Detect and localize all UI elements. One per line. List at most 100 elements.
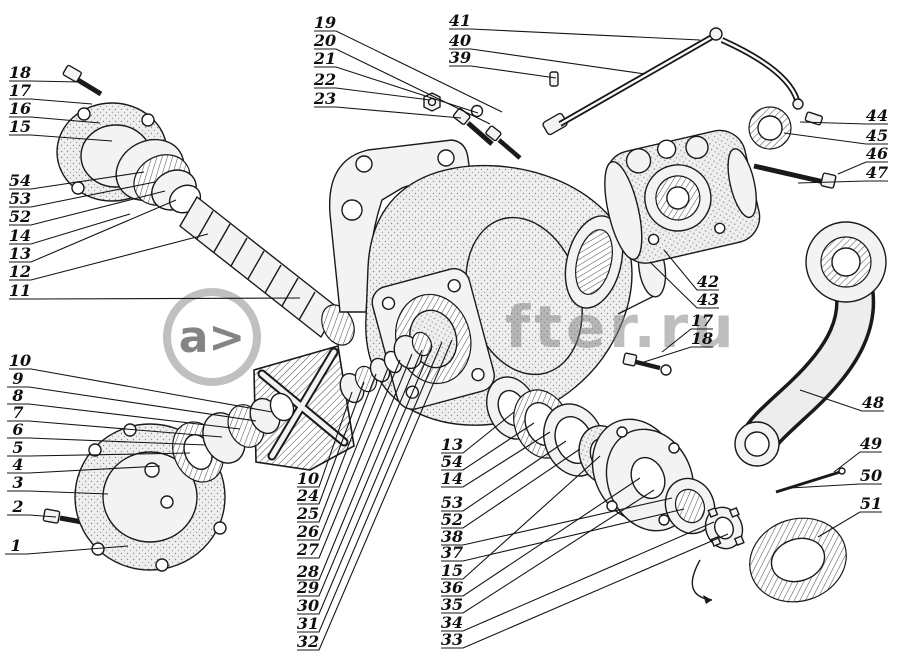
- leader-line: [649, 261, 719, 309]
- leader-line: [297, 353, 413, 581]
- leader-line: [314, 87, 431, 101]
- callout-52: 52: [9, 190, 166, 226]
- leader-line: [297, 359, 401, 559]
- callout-23: 23: [313, 89, 462, 119]
- callout-number: 38: [441, 527, 463, 546]
- callout-26: 26: [296, 367, 389, 541]
- callout-54: 54: [441, 422, 535, 471]
- callout-number: 53: [9, 189, 31, 208]
- callout-41: 41: [449, 11, 701, 41]
- callout-9: 9: [7, 369, 257, 422]
- callout-number: 16: [9, 99, 31, 118]
- callout-number: 10: [297, 469, 319, 488]
- leader-line: [297, 367, 389, 541]
- callout-number: 39: [449, 48, 471, 67]
- callout-number: 54: [9, 171, 31, 190]
- callout-number: 52: [9, 207, 31, 226]
- callout-14: 14: [9, 213, 131, 245]
- callout-number: 47: [866, 163, 888, 182]
- leader-line: [833, 451, 882, 473]
- callout-number: 13: [9, 244, 31, 263]
- steering-booster-cylinder: [604, 129, 761, 264]
- callout-44: 44: [799, 106, 888, 125]
- callout-number: 3: [12, 473, 23, 492]
- leader-line: [314, 30, 503, 113]
- leader-line: [297, 339, 453, 651]
- callout-number: 51: [860, 494, 882, 513]
- callout-number: 23: [313, 89, 336, 108]
- leader-line: [314, 48, 491, 125]
- leader-line: [799, 121, 888, 125]
- leader-line: [643, 346, 713, 363]
- callout-number: 48: [862, 393, 884, 412]
- callout-17: 17: [661, 311, 713, 353]
- leader-line: [9, 80, 81, 83]
- callout-number: 19: [314, 13, 336, 32]
- leader-line: [297, 349, 423, 597]
- callout-18: 18: [9, 63, 81, 83]
- callout-number: 45: [866, 126, 888, 145]
- callout-30: 30: [297, 345, 433, 615]
- callout-45: 45: [783, 126, 888, 145]
- leader-line: [441, 533, 729, 649]
- callout-number: 41: [449, 11, 471, 30]
- callout-53: 53: [9, 181, 156, 208]
- callout-6: 6: [7, 420, 207, 446]
- callout-48: 48: [799, 389, 884, 412]
- thrust-bearing-ring: [749, 517, 847, 603]
- callout-3: 3: [7, 473, 109, 495]
- leader-line: [9, 116, 101, 124]
- leader-line: [314, 66, 479, 114]
- callout-number: 35: [441, 595, 463, 614]
- callout-number: 31: [297, 614, 319, 633]
- leader-line: [449, 48, 646, 75]
- callout-number: 13: [441, 435, 463, 454]
- callout-number: 6: [12, 420, 23, 439]
- callout-number: 17: [9, 81, 31, 100]
- leader-line: [9, 199, 177, 263]
- callout-10: 10: [9, 351, 273, 413]
- callout-54: 54: [9, 171, 145, 190]
- callout-number: 18: [691, 329, 713, 348]
- input-flange-assembly: [56, 64, 202, 214]
- callout-50: 50: [789, 466, 882, 489]
- leader-line: [441, 411, 515, 454]
- leader-line: [314, 106, 462, 119]
- callout-27: 27: [296, 359, 401, 559]
- callout-40: 40: [449, 31, 646, 75]
- drag-link-rod: [542, 27, 804, 136]
- leader-line: [663, 249, 719, 291]
- leader-line: [9, 233, 209, 281]
- callout-number: 49: [860, 434, 882, 453]
- callout-number: 21: [313, 49, 336, 68]
- callout-51: 51: [817, 494, 882, 538]
- callout-15: 15: [441, 455, 601, 580]
- leader-line: [5, 545, 129, 555]
- callout-18: 18: [643, 329, 713, 363]
- leader-line: [441, 422, 535, 471]
- leader-line: [7, 403, 241, 430]
- leader-line: [817, 511, 882, 538]
- leader-line: [297, 341, 443, 633]
- callout-49: 49: [833, 434, 882, 473]
- leader-line: [9, 181, 156, 208]
- bolt-icon: [549, 71, 559, 87]
- callout-17: 17: [9, 81, 93, 105]
- callout-8: 8: [7, 386, 241, 430]
- callout-number: 32: [297, 632, 319, 651]
- callout-number: 25: [296, 504, 319, 523]
- callout-1: 1: [5, 536, 129, 555]
- pitman-arm: [734, 221, 887, 467]
- leader-line: [9, 213, 131, 245]
- callout-25: 25: [296, 373, 377, 523]
- gear-housing-block: [253, 344, 355, 471]
- callout-37: 37: [441, 508, 685, 562]
- leader-line: [297, 373, 377, 523]
- callout-number: 17: [691, 311, 713, 330]
- callout-number: 22: [313, 70, 336, 89]
- callout-36: 36: [441, 477, 641, 597]
- callout-number: 53: [441, 493, 463, 512]
- callout-33: 33: [441, 533, 729, 649]
